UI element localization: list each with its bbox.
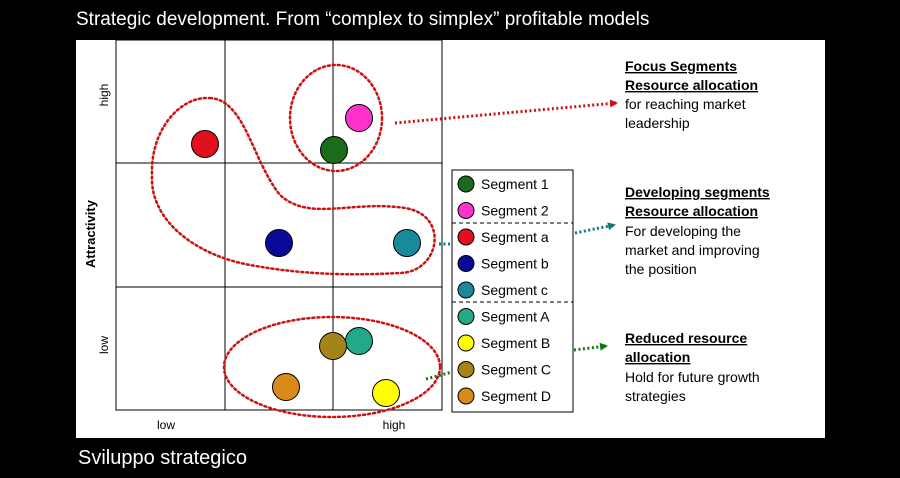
segment-b-marker bbox=[265, 229, 293, 257]
legend-swatch-Segment-c bbox=[457, 281, 475, 299]
segment-2-marker bbox=[345, 104, 373, 132]
reduced-heading-2: allocation bbox=[625, 349, 690, 365]
legend-swatch-Segment-D bbox=[457, 387, 475, 405]
focus-group-outline bbox=[288, 63, 384, 173]
legend-label-Segment-A: Segment A bbox=[481, 309, 550, 325]
legend-swatch-Segment-b bbox=[457, 255, 475, 272]
legend-label-Segment-D: Segment D bbox=[481, 388, 551, 404]
focus-arrow bbox=[394, 99, 618, 125]
developing-group-outline bbox=[150, 96, 436, 276]
diagram-panel bbox=[76, 40, 825, 438]
reduced-arrow bbox=[573, 342, 608, 352]
legend-label-Segment-c: Segment c bbox=[481, 282, 548, 298]
legend-swatch-Segment-2 bbox=[457, 202, 475, 219]
reduced-heading-1: Reduced resource bbox=[625, 330, 747, 346]
reduced-line-2: strategies bbox=[625, 388, 686, 404]
reduced-group-outline bbox=[222, 315, 442, 419]
legend-swatch-Segment-C bbox=[457, 361, 475, 378]
developing-line-2: market and improving bbox=[625, 242, 760, 258]
legend-label-Segment-2: Segment 2 bbox=[481, 203, 549, 219]
focus-annotation: Focus Segments Resource allocation for r… bbox=[625, 58, 758, 131]
legend-swatch-Segment-A bbox=[457, 308, 475, 325]
y-axis-high-label: high bbox=[97, 84, 111, 107]
developing-line-1: For developing the bbox=[625, 223, 741, 239]
developing-heading-1: Developing segments bbox=[625, 184, 770, 200]
footer-caption: Sviluppo strategico bbox=[78, 447, 247, 469]
focus-heading-1: Focus Segments bbox=[625, 58, 737, 74]
segment-a-marker bbox=[191, 130, 219, 158]
focus-line-2: leadership bbox=[625, 115, 690, 131]
focus-line-1: for reaching market bbox=[625, 96, 746, 112]
legend-label-Segment-B: Segment B bbox=[481, 335, 550, 351]
legend-label-Segment-C: Segment C bbox=[481, 362, 551, 378]
developing-annotation: Developing segments Resource allocation … bbox=[625, 184, 770, 277]
y-axis-low-label: low bbox=[97, 336, 111, 354]
developing-line-3: the position bbox=[625, 261, 697, 277]
segment-markers bbox=[191, 104, 421, 407]
slide-title: Strategic development. From “complex to … bbox=[76, 9, 650, 30]
legend: Segment 1 Segment 2 Segment a Segment b Segm… bbox=[451, 169, 574, 413]
segment-A-marker bbox=[345, 327, 373, 355]
y-axis-label: Attractivity bbox=[83, 199, 98, 268]
segment-c-marker bbox=[393, 229, 421, 257]
legend-label-Segment-1: Segment 1 bbox=[481, 176, 549, 192]
segment-D-marker bbox=[272, 373, 300, 401]
reduced-annotation: Reduced resource allocation Hold for fut… bbox=[625, 330, 760, 404]
legend-label-Segment-b: Segment b bbox=[481, 256, 549, 272]
segment-B-marker bbox=[372, 379, 400, 407]
focus-heading-2: Resource allocation bbox=[625, 77, 758, 93]
segment-1-marker bbox=[320, 136, 348, 164]
reduced-line-1: Hold for future growth bbox=[625, 369, 760, 385]
developing-arrow bbox=[574, 222, 616, 235]
developing-heading-2: Resource allocation bbox=[625, 203, 758, 219]
legend-swatch-Segment-a bbox=[457, 228, 475, 246]
segment-C-marker bbox=[319, 332, 347, 360]
matrix-grid bbox=[115, 39, 443, 411]
x-axis-low-label: low bbox=[157, 418, 175, 432]
group-outlines bbox=[150, 63, 442, 419]
legend-swatch-Segment-1 bbox=[457, 175, 475, 193]
legend-swatch-Segment-B bbox=[457, 334, 475, 352]
x-axis-high-label: high bbox=[383, 418, 406, 432]
legend-label-Segment-a: Segment a bbox=[481, 229, 549, 245]
